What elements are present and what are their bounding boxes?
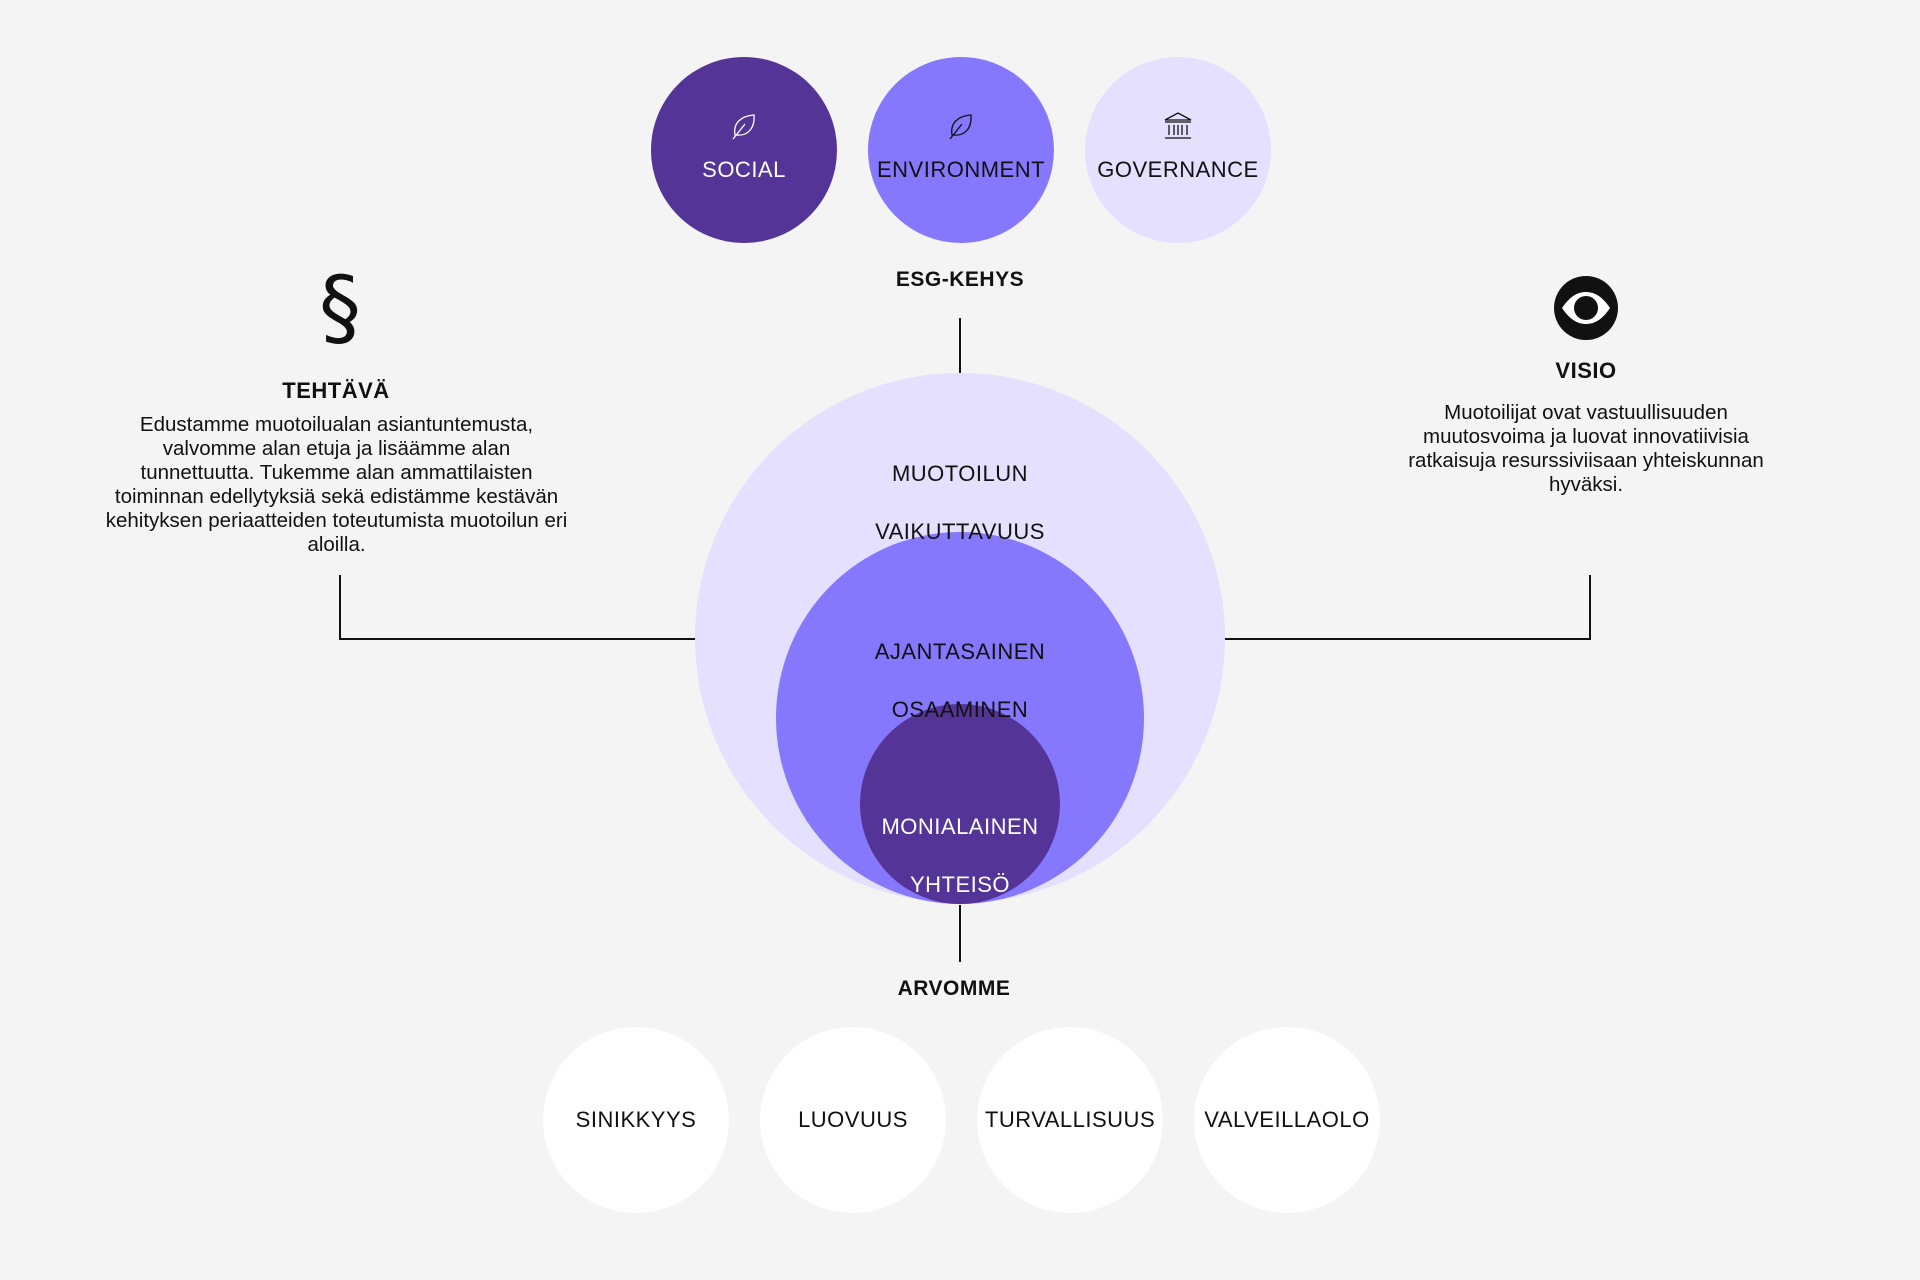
esg-label-social: SOCIAL <box>702 157 786 182</box>
core-circle-inner <box>860 704 1060 904</box>
value-circle-valveillaolo: VALVEILLAOLO <box>1194 1027 1380 1213</box>
value-circle-sinikkyys: SINIKKYYS <box>543 1027 729 1213</box>
values-title: ARVOMME <box>897 977 1011 1000</box>
value-label: TURVALLISUUS <box>984 1107 1156 1132</box>
paragraph-icon: § <box>319 258 361 356</box>
value-circle-turvallisuus: TURVALLISUUS <box>977 1027 1163 1213</box>
core-middle-line2: OSAAMINEN <box>891 697 1029 722</box>
bank-icon <box>1164 112 1192 139</box>
esg-title: ESG-KEHYS <box>895 268 1025 291</box>
mission-text: Edustamme muotoilualan asiantuntemusta, … <box>105 413 568 556</box>
vision-text: Muotoilijat ovat vastuullisuuden muutosv… <box>1408 401 1764 496</box>
core-label-middle: AJANTASAINEN OSAAMINEN <box>810 608 1110 753</box>
value-label: VALVEILLAOLO <box>1204 1107 1370 1132</box>
vision-connector <box>1224 575 1591 640</box>
mission-connector <box>339 575 696 640</box>
core-label-outer: MUOTOILUN VAIKUTTAVUUS <box>810 430 1110 575</box>
esg-circle-social: SOCIAL <box>651 57 837 243</box>
core-inner-line2: YHTEISÖ <box>909 872 1011 897</box>
core-outer-line2: VAIKUTTAVUUS <box>875 519 1045 544</box>
core-inner-line1: MONIALAINEN <box>881 814 1039 839</box>
eye-icon <box>1554 276 1618 340</box>
core-outer-line1: MUOTOILUN <box>891 461 1029 486</box>
esg-label-environment: ENVIRONMENT <box>876 157 1046 182</box>
esg-label-governance: GOVERNANCE <box>1097 157 1259 182</box>
value-label: LUOVUUS <box>798 1107 908 1132</box>
core-middle-line1: AJANTASAINEN <box>874 639 1046 664</box>
leaf-icon <box>732 114 755 140</box>
esg-circle-environment: ENVIRONMENT <box>868 57 1054 243</box>
mission-title: TEHTÄVÄ <box>282 378 390 403</box>
value-label: SINIKKYYS <box>575 1107 697 1132</box>
leaf-icon <box>949 114 972 140</box>
value-circle-luovuus: LUOVUUS <box>760 1027 946 1213</box>
core-label-inner: MONIALAINEN YHTEISÖ <box>810 783 1110 928</box>
esg-circle-governance: GOVERNANCE <box>1085 57 1271 243</box>
vision-title: VISIO <box>1555 358 1617 383</box>
